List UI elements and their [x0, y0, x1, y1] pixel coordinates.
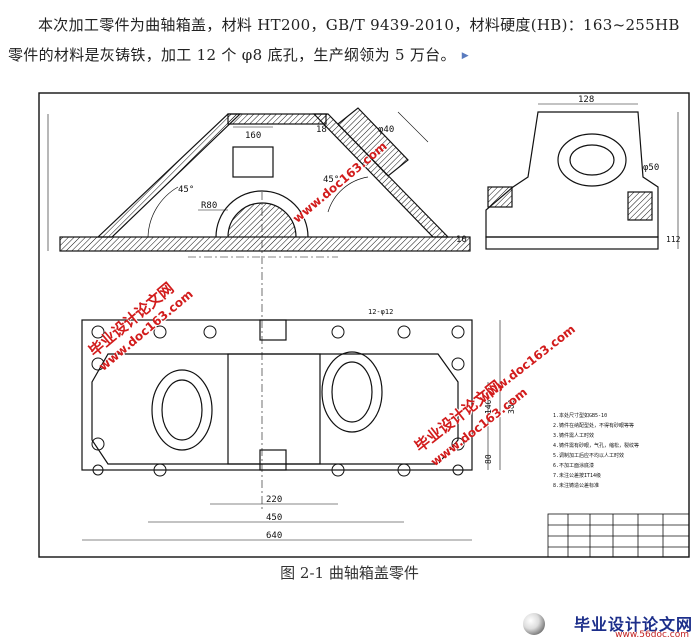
- front-view-dimensions: 160 18 φ40 45° R80 45° 10: [178, 125, 467, 245]
- plan-view: [81, 319, 473, 471]
- note-2: 2.铸件在纳配型处，不得有砂眼等等: [553, 422, 634, 429]
- dim-phi50: φ50: [643, 163, 659, 173]
- dim-128: 128: [578, 95, 594, 105]
- note-7: 7.未注公差按IT14级: [553, 472, 601, 479]
- intro-paragraph-line-2-text: 零件的材料是灰铸铁，加工 12 个 φ8 底孔，生产纲领为 5 万台。: [8, 46, 456, 64]
- site-logo: 毕业设计论文网 www.56doc.com: [523, 611, 693, 640]
- dim-12-phi12: 12-φ12: [368, 308, 393, 316]
- front-section-view: [47, 107, 471, 252]
- dim-220: 220: [266, 495, 282, 505]
- note-8: 8.未注铸造公差标准: [553, 482, 599, 489]
- side-view: [485, 103, 679, 250]
- dim-450: 450: [266, 513, 282, 523]
- text-caret-icon: ▶: [461, 51, 470, 61]
- logo-url: www.56doc.com: [615, 630, 689, 640]
- note-5: 5.调制加工后应不均以人工时效: [553, 452, 624, 459]
- dim-45-left: 45°: [178, 185, 194, 195]
- dim-18: 18: [316, 125, 327, 135]
- logo-title: 毕业设计论文网: [573, 615, 693, 634]
- dim-80: 80: [484, 454, 493, 464]
- intro-paragraph-line-1: 本次加工零件为曲轴箱盖，材料 HT200，GB/T 9439-2010，材料硬度…: [38, 16, 680, 34]
- dim-160: 160: [245, 131, 261, 141]
- plan-view-dimensions: 12-φ12 140 300 80 220 450 640: [266, 308, 516, 541]
- figure-caption: 图 2-1 曲轴箱盖零件: [280, 564, 419, 582]
- globe-icon: [523, 613, 545, 635]
- center-lines: [188, 192, 338, 512]
- drawing-frame: [38, 92, 690, 558]
- dim-r80: R80: [201, 201, 217, 211]
- bolt-holes: [91, 325, 465, 477]
- engineering-drawing: 160 18 φ40 45° R80 45° 10 128 φ50 112: [38, 92, 690, 558]
- dim-640: 640: [266, 531, 282, 541]
- title-block: [547, 513, 690, 558]
- plan-dimension-lines: [82, 320, 501, 541]
- dim-45-right: 45°: [323, 175, 339, 185]
- note-6: 6.不加工面涂底漆: [553, 462, 594, 469]
- technical-notes: 1.本处尺寸型如GB5-10 2.铸件在纳配型处，不得有砂眼等等 3.铸件需人工…: [553, 412, 639, 489]
- dim-140: 140: [484, 399, 493, 414]
- dim-300: 300: [507, 399, 516, 414]
- dim-10: 10: [456, 235, 467, 245]
- note-1: 1.本处尺寸型如GB5-10: [553, 412, 607, 419]
- dim-112: 112: [666, 235, 681, 244]
- side-view-dimensions: 128 φ50 112: [578, 95, 681, 244]
- dim-phi40: φ40: [378, 125, 394, 135]
- note-3: 3.铸件需人工时效: [553, 432, 594, 439]
- note-4: 4.铸件需有砂眼，气孔，缩松，裂纹等: [553, 442, 639, 449]
- intro-paragraph-line-2: 零件的材料是灰铸铁，加工 12 个 φ8 底孔，生产纲领为 5 万台。 ▶: [8, 40, 694, 71]
